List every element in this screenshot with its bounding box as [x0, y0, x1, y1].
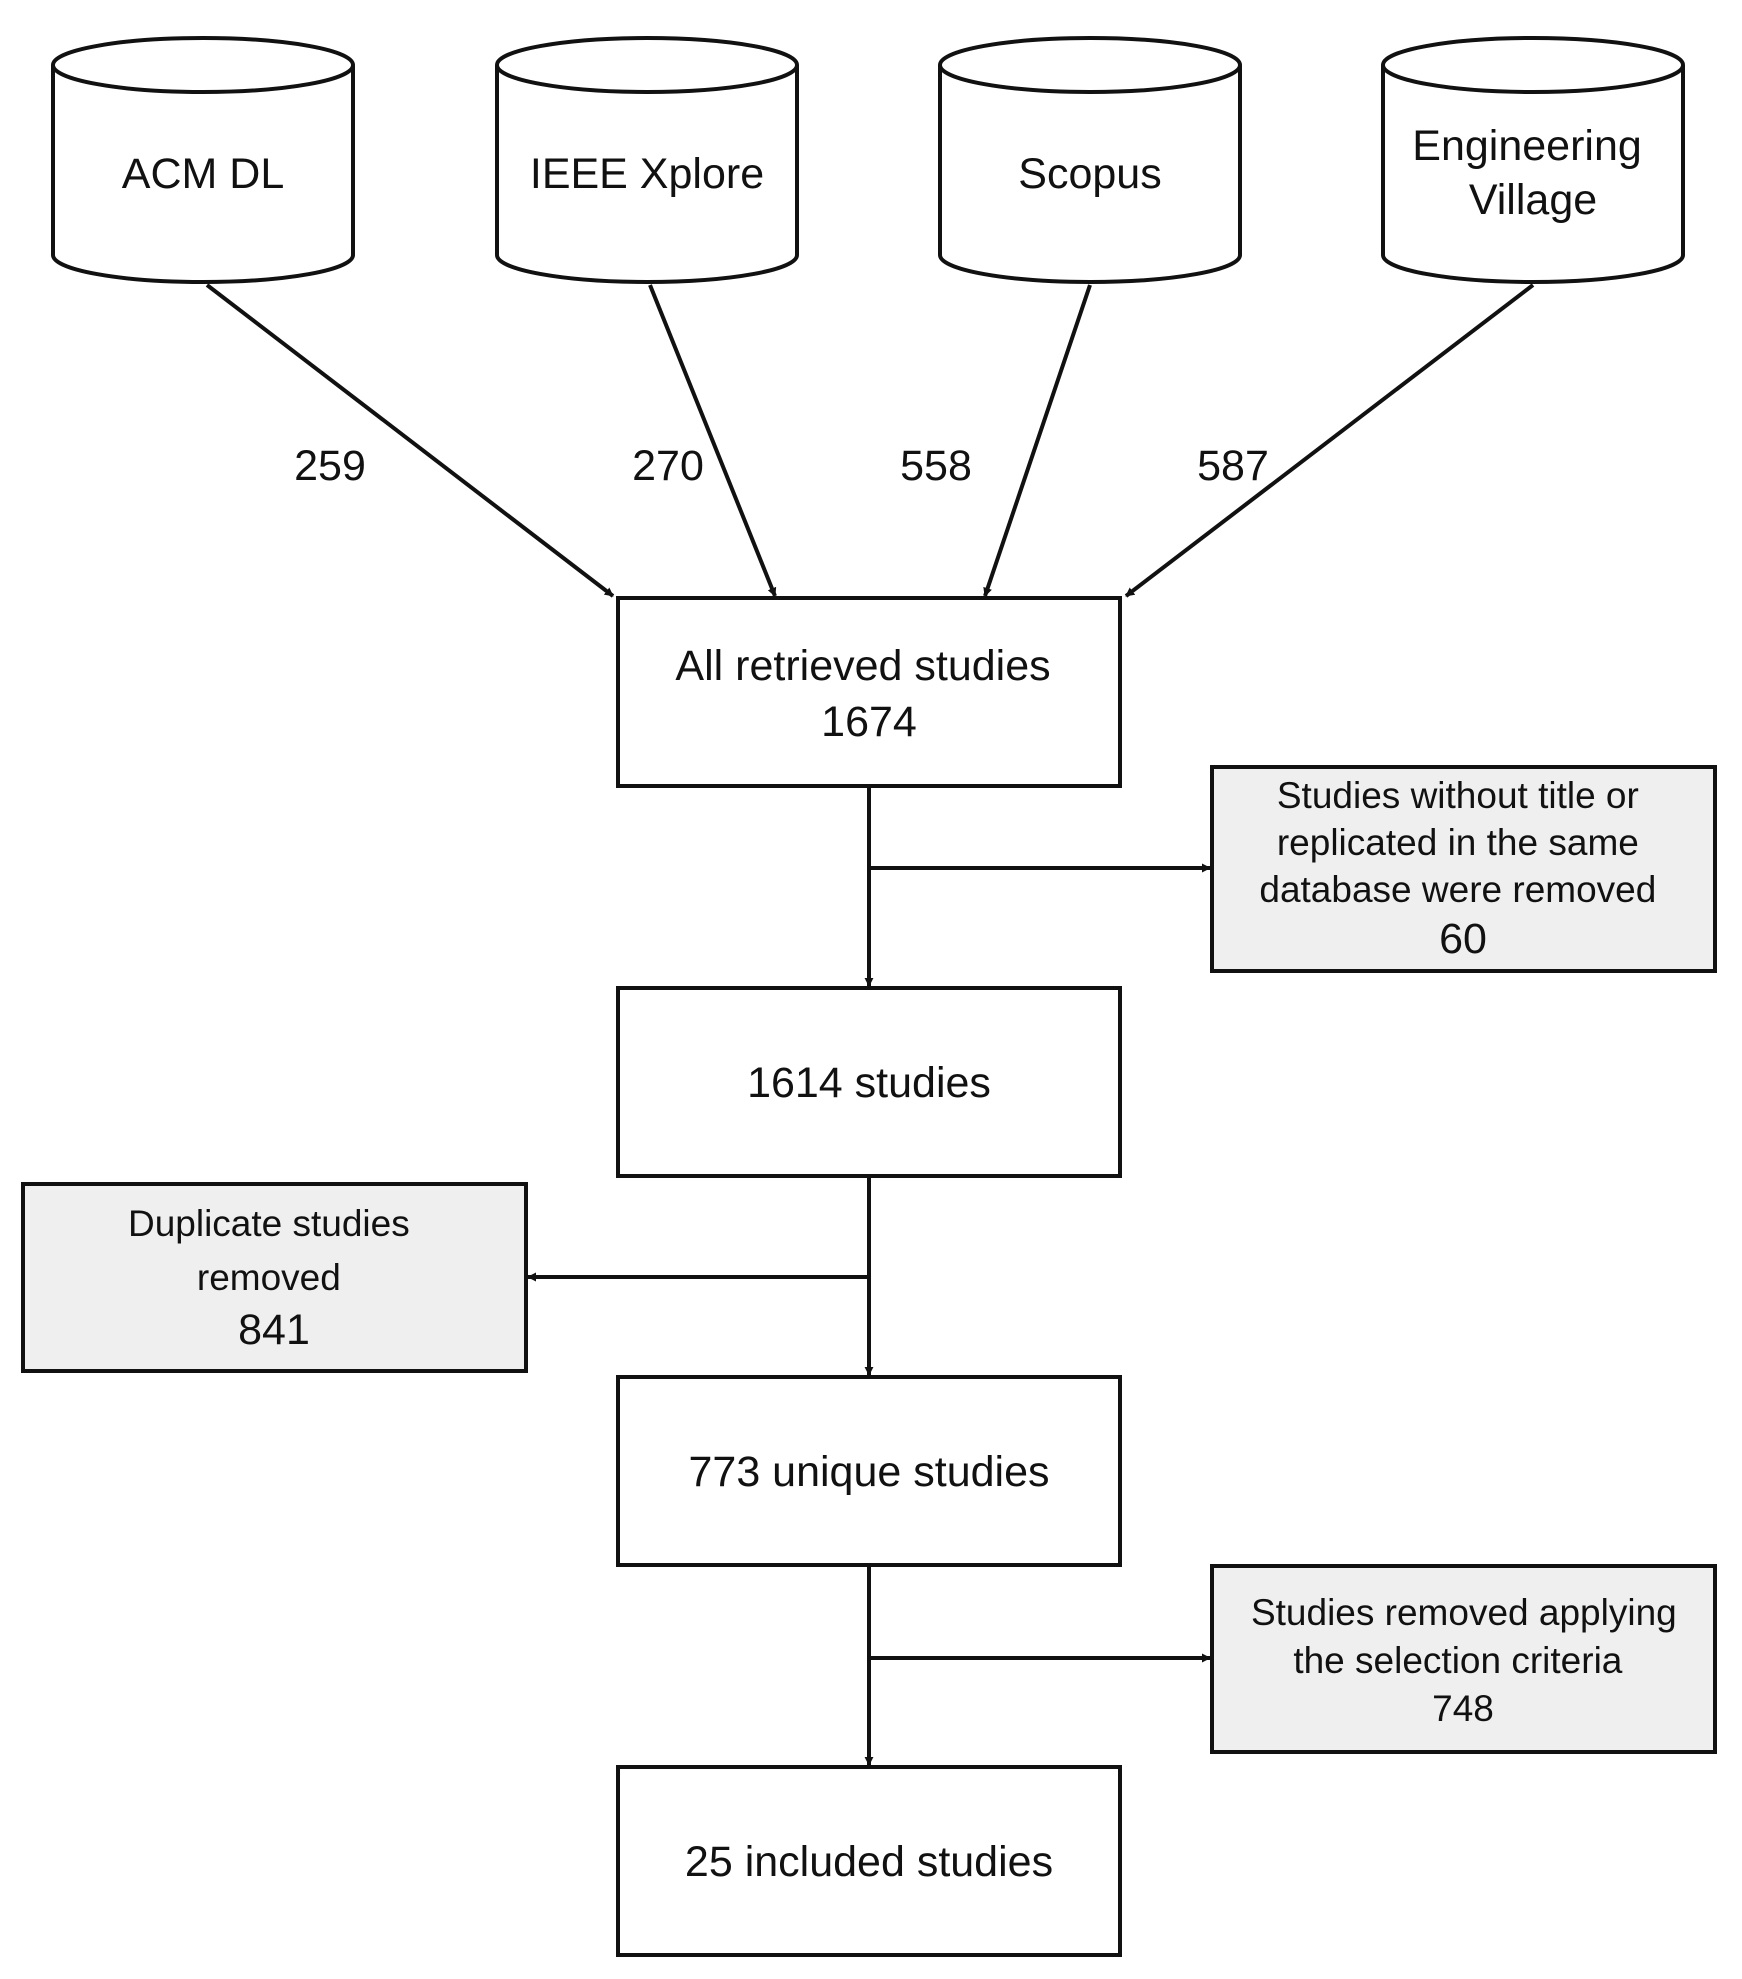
- database-cylinder-icon: [1381, 36, 1685, 284]
- count-acm-dl: 259: [294, 442, 366, 490]
- database-cylinder-icon: [495, 36, 799, 284]
- count-ieee-xplore: 270: [632, 442, 704, 490]
- database-label: IEEE Xplore: [530, 150, 764, 198]
- database-acm-dl: ACM DL: [51, 36, 355, 284]
- database-arrows: [205, 283, 1535, 598]
- arrow-engineering-village: [1124, 283, 1535, 598]
- database-cylinder-icon: [51, 36, 355, 284]
- arrow-scopus: [983, 284, 1092, 597]
- removal-box-label: Duplicate studies removed 841: [128, 1203, 420, 1354]
- database-ieee-xplore: IEEE Xplore: [495, 36, 799, 284]
- database-label: Scopus: [1018, 150, 1161, 198]
- arrow-acm: [205, 283, 615, 598]
- process-box-773: 773 unique studies: [616, 1375, 1122, 1567]
- removal-box-label: Studies removed applying the selection c…: [1251, 1592, 1687, 1729]
- database-engineering-village: Engineering Village: [1381, 36, 1685, 284]
- process-box-25-included: 25 included studies: [616, 1765, 1122, 1957]
- database-label: Engineering Village: [1412, 122, 1653, 224]
- database-scopus: Scopus: [938, 36, 1242, 284]
- database-label: ACM DL: [122, 150, 284, 198]
- removal-box-label: Studies without title or replicated in t…: [1259, 775, 1666, 963]
- process-box-1614: 1614 studies: [616, 986, 1122, 1178]
- database-cylinder-icon: [938, 36, 1242, 284]
- removal-box-duplicates: Duplicate studies removed 841: [21, 1182, 528, 1373]
- process-box-label: All retrieved studies 1674: [675, 642, 1062, 746]
- process-box-label: 25 included studies: [685, 1838, 1053, 1886]
- count-engineering-village: 587: [1197, 442, 1269, 490]
- process-box-all-retrieved: All retrieved studies 1674: [616, 596, 1122, 788]
- process-box-label: 773 unique studies: [688, 1448, 1049, 1496]
- count-scopus: 558: [900, 442, 972, 490]
- arrow-ieee: [648, 284, 777, 597]
- removal-arrows: [527, 863, 1211, 1663]
- process-box-label: 1614 studies: [747, 1059, 991, 1107]
- removal-box-selection-criteria: Studies removed applying the selection c…: [1210, 1564, 1717, 1754]
- removal-box-no-title: Studies without title or replicated in t…: [1210, 765, 1717, 973]
